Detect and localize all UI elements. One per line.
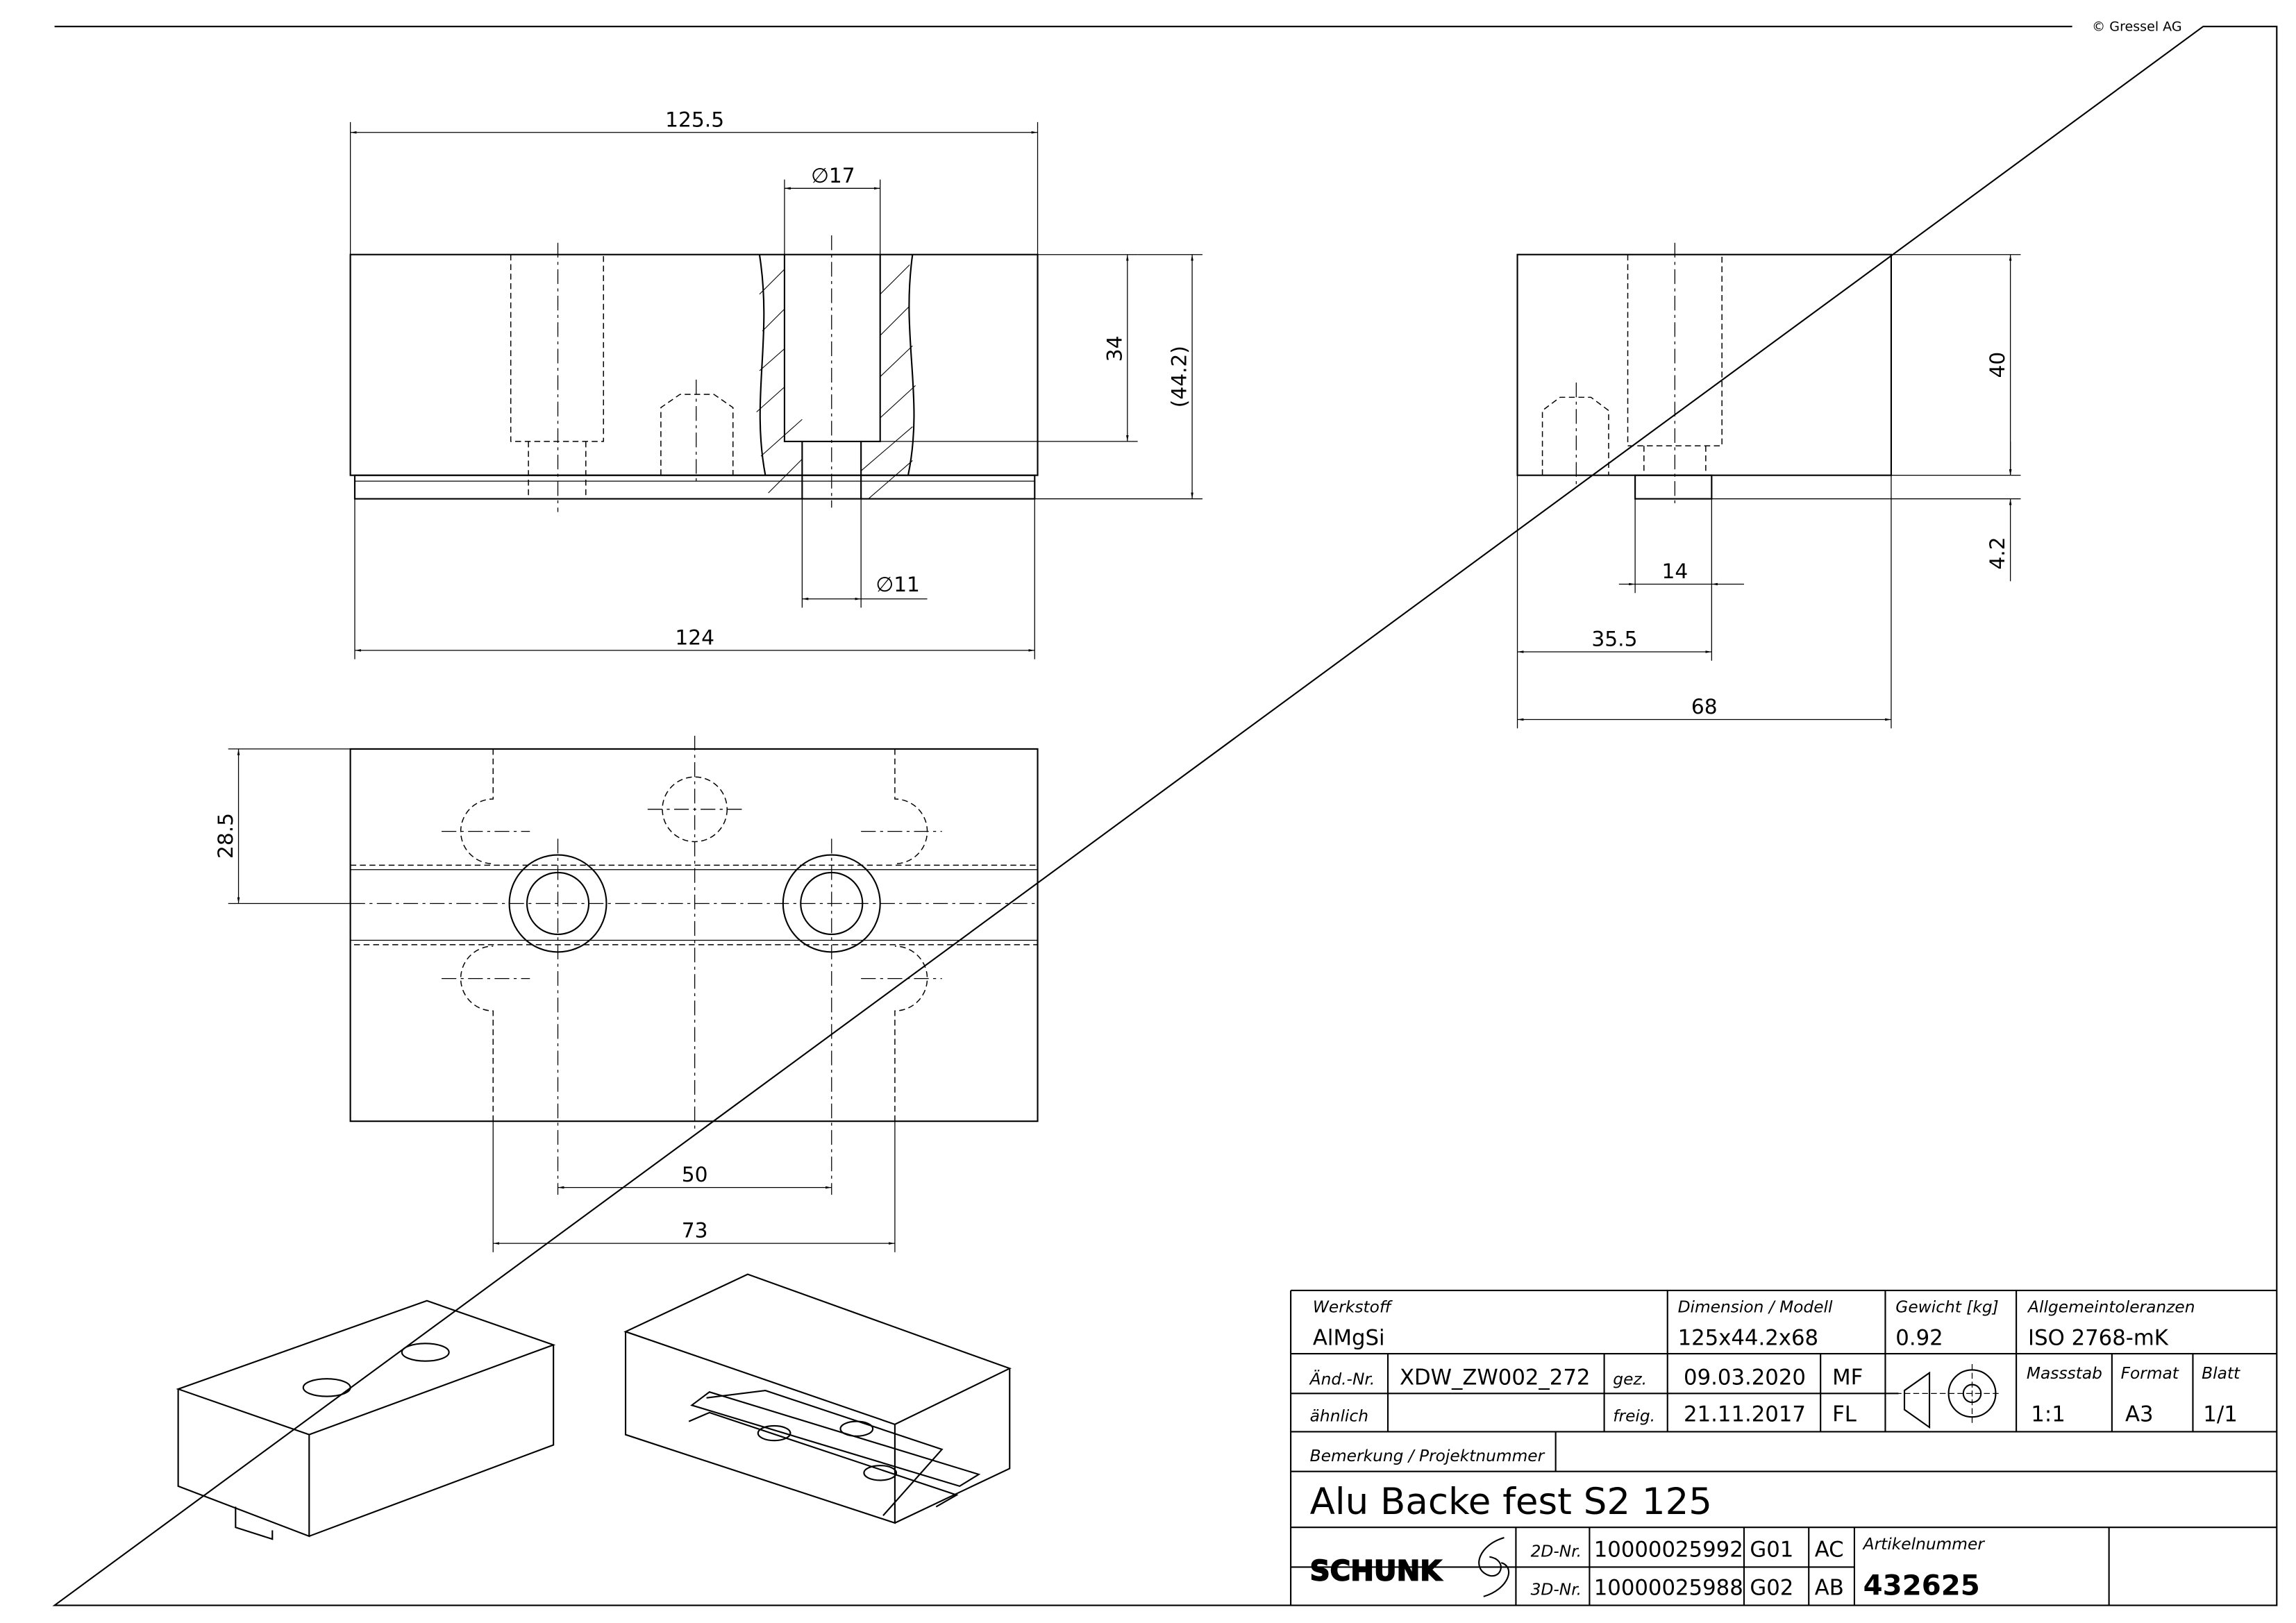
front-view: 125.5 ∅17 34 (44.2) ∅11 124: [349, 107, 1203, 659]
projection-symbol-icon: [1895, 1363, 2002, 1429]
gewicht-label: Gewicht [kg]: [1895, 1298, 1998, 1317]
dim-small-bore: ∅11: [875, 572, 920, 596]
side-view: 40 4.2 14 35.5 68: [1516, 242, 2021, 729]
gez-date: 09.03.2020: [1684, 1365, 1806, 1390]
logo-text: SCHUNK: [1310, 1556, 1443, 1588]
massstab-value: 1:1: [2031, 1402, 2065, 1427]
dim-hole-spacing: 50: [682, 1162, 708, 1186]
gez-by: MF: [1832, 1365, 1863, 1390]
aehnlich-label: ähnlich: [1310, 1407, 1368, 1426]
schunk-logo: SCHUNK: [1309, 1537, 1509, 1597]
d2-value: 10000025992: [1594, 1538, 1743, 1563]
werkstoff-label: Werkstoff: [1313, 1298, 1393, 1317]
format-label: Format: [2121, 1364, 2179, 1383]
dim-height-ref: (44.2): [1167, 346, 1191, 407]
d2-rev: G01: [1750, 1538, 1793, 1563]
isometric-view-top: [176, 1300, 556, 1540]
dim-width-top: 125.5: [665, 107, 724, 131]
format-value: A3: [2125, 1402, 2154, 1427]
d2-label: 2D-Nr.: [1531, 1542, 1582, 1561]
d3-value: 10000025988: [1594, 1576, 1743, 1601]
dim-boss-width: 14: [1661, 559, 1688, 583]
dim-width-bottom: 124: [675, 625, 714, 649]
d2-code: AC: [1815, 1538, 1844, 1563]
dim-boss-offset: 35.5: [1591, 627, 1637, 651]
toleranz-value: ISO 2768-mK: [2028, 1325, 2169, 1350]
toleranz-label: Allgemeintoleranzen: [2027, 1298, 2195, 1317]
dim-depth: 68: [1691, 694, 1718, 718]
massstab-label: Massstab: [2027, 1364, 2102, 1383]
dimension-label: Dimension / Modell: [1678, 1298, 1833, 1317]
title-block: Werkstoff AlMgSi Dimension / Modell 125x…: [1290, 1289, 2277, 1606]
aend-value: XDW_ZW002_272: [1400, 1365, 1590, 1390]
freig-date: 21.11.2017: [1684, 1402, 1806, 1427]
top-view: 28.5 50 73: [213, 735, 1039, 1252]
d3-rev: G02: [1750, 1576, 1793, 1601]
dim-side-height: 40: [1985, 352, 2009, 378]
freig-label: freig.: [1613, 1407, 1655, 1426]
freig-by: FL: [1832, 1402, 1857, 1427]
artikel-label: Artikelnummer: [1862, 1535, 1986, 1554]
drawing-frame: © Gressel AG: [52, 19, 2278, 1606]
copyright-text: © Gressel AG: [2092, 19, 2181, 35]
werkstoff-value: AlMgSi: [1313, 1325, 1385, 1350]
gewicht-value: 0.92: [1895, 1325, 1943, 1350]
d3-label: 3D-Nr.: [1531, 1581, 1582, 1599]
d3-code: AB: [1815, 1576, 1844, 1601]
drawing-title: Alu Backe fest S2 125: [1310, 1481, 1712, 1523]
bemerkung-label: Bemerkung / Projektnummer: [1310, 1447, 1545, 1465]
artikel-number: 432625: [1863, 1570, 1980, 1602]
dimension-value: 125x44.2x68: [1678, 1325, 1818, 1350]
dim-slot-offset: 28.5: [213, 813, 237, 859]
isometric-view-bottom: [623, 1273, 1012, 1524]
dim-boss-height: 4.2: [1985, 537, 2009, 569]
dim-outer-spacing: 73: [682, 1218, 708, 1243]
gez-label: gez.: [1613, 1370, 1647, 1389]
dim-bore-depth: 34: [1102, 335, 1126, 362]
blatt-value: 1/1: [2203, 1402, 2237, 1427]
blatt-label: Blatt: [2202, 1364, 2240, 1383]
aend-label: Änd.-Nr.: [1309, 1370, 1375, 1389]
dim-bore-diameter: ∅17: [811, 163, 855, 187]
